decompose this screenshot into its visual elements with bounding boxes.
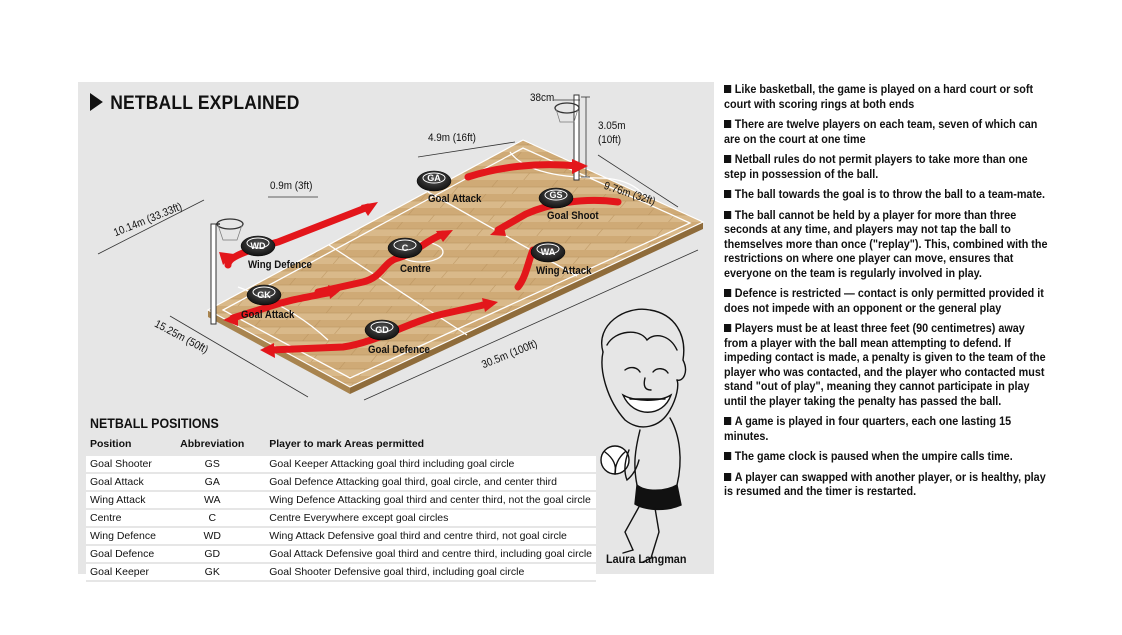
bullet-square-icon <box>724 155 732 163</box>
fact-item: The ball cannot be held by a player for … <box>724 207 1048 280</box>
bullet-square-icon <box>724 289 732 297</box>
arrow-c <box>314 230 447 296</box>
player-caricature <box>600 308 687 563</box>
bullet-square-icon <box>724 190 732 198</box>
header-abbreviation: Abbreviation <box>180 438 245 450</box>
bullet-square-icon <box>724 210 732 219</box>
puck-gd: GD <box>375 325 389 335</box>
label-wing-attack: Wing Attack <box>536 265 592 277</box>
positions-table: Position Abbreviation Player to mark Are… <box>86 435 596 582</box>
play-triangle-icon <box>90 93 103 111</box>
fact-item: Players must be at least three feet (90 … <box>724 321 1046 408</box>
fact-item: Netball rules do not permit players to t… <box>724 152 1028 181</box>
puck-c: C <box>402 243 409 253</box>
arrow-gk <box>229 288 337 322</box>
label-goal-attack-top: Goal Attack <box>428 193 482 205</box>
bullet-square-icon <box>724 472 732 481</box>
label-wing-defence: Wing Defence <box>248 259 312 271</box>
header-position: Position <box>90 438 132 450</box>
fact-item: Defence is restricted — contact is only … <box>724 286 1044 315</box>
circle-line-label: 0.9m (3ft) <box>270 180 313 192</box>
third-length-label: 4.9m (16ft) <box>428 132 476 144</box>
fact-item: A player can swapped with another player… <box>724 469 1046 498</box>
arrow-ga <box>464 161 582 181</box>
bullet-square-icon <box>724 85 732 93</box>
dim-side-third <box>597 154 679 208</box>
post-height-label-ft: (10ft) <box>598 134 622 146</box>
post-height-label: 3.05m <box>598 120 626 132</box>
table-header-row: Position Abbreviation Player to mark Are… <box>86 435 596 456</box>
puck-wd: WD <box>251 241 266 251</box>
dim-court-width <box>169 315 309 398</box>
bullet-square-icon <box>724 452 732 460</box>
goal-post-right <box>573 94 580 181</box>
goal-ring-right <box>554 102 580 114</box>
puck-ga: GA <box>427 173 441 183</box>
hoop-dim-label: 38cm <box>530 92 555 104</box>
caricature-caption: Laura Langman <box>606 552 687 566</box>
label-centre: Centre <box>400 263 431 275</box>
fact-item: A game is played in four quarters, each … <box>724 414 1012 443</box>
puck-wa: WA <box>541 247 556 257</box>
facts-list: Like basketball, the game is played on a… <box>724 82 1052 505</box>
dim-third-length <box>417 141 516 158</box>
court-edge-long <box>350 222 703 394</box>
label-goal-defence: Goal Defence <box>368 344 430 356</box>
dim-court-length <box>363 249 699 401</box>
header-areas: Player to mark Areas permitted <box>269 438 425 450</box>
fact-item: The ball towards the goal is to throw th… <box>724 187 1052 202</box>
positions-table-title: NETBALL POSITIONS <box>90 416 219 431</box>
goal-post-left <box>210 223 217 325</box>
dim-end-width <box>97 199 205 255</box>
fact-item: Like basketball, the game is played on a… <box>724 82 1034 111</box>
puck-gs: GS <box>549 190 562 200</box>
page-title: NETBALL EXPLAINED <box>90 93 300 115</box>
third-line-1 <box>328 244 468 336</box>
label-goal-attack-bottom: Goal Attack <box>241 309 295 321</box>
bullet-square-icon <box>724 324 732 332</box>
court-diagram: GA GS WD C WA GK GD <box>97 94 705 401</box>
bullet-square-icon <box>724 417 732 425</box>
puck-gk: GK <box>257 290 271 300</box>
goal-ring-left <box>216 218 244 230</box>
positions-table-section: NETBALL POSITIONS Position Abbreviation … <box>86 416 598 582</box>
fact-item: The game clock is paused when the umpire… <box>724 449 1052 464</box>
bullet-square-icon <box>724 120 732 128</box>
fact-item: There are twelve players on each team, s… <box>724 117 1038 146</box>
label-goal-shoot: Goal Shoot <box>547 210 599 222</box>
